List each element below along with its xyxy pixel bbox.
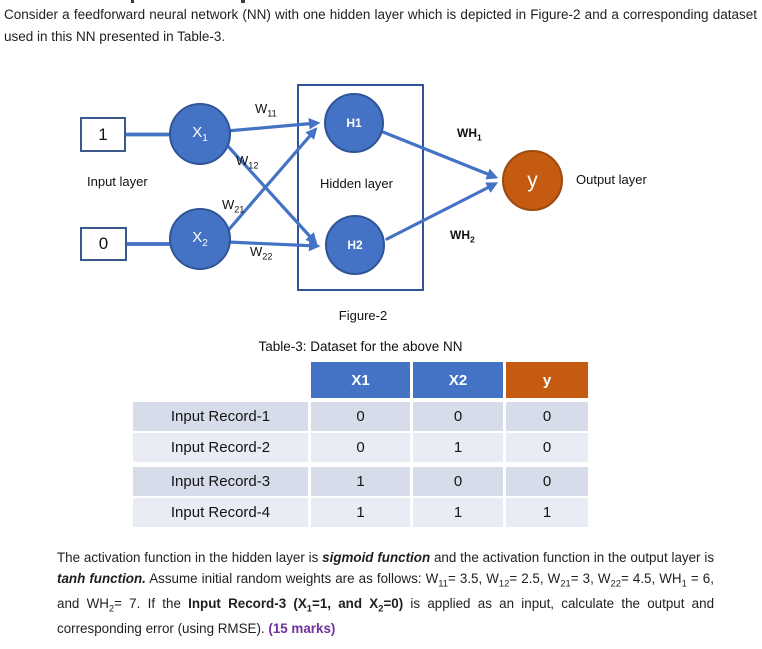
figure-caption: Figure-2 bbox=[338, 308, 388, 323]
hidden-layer-label: Hidden layer bbox=[320, 176, 393, 191]
node-h2-label: H2 bbox=[347, 238, 363, 252]
input-value-1: 1 bbox=[98, 124, 108, 144]
cropped-text-artifact bbox=[241, 0, 245, 3]
cropped-text-artifact bbox=[131, 0, 134, 3]
cell-x2: 0 bbox=[413, 467, 503, 496]
node-x1: X1 bbox=[169, 103, 231, 165]
cell-y: 0 bbox=[506, 402, 588, 431]
intro-paragraph: Consider a feedforward neural network (N… bbox=[4, 7, 757, 44]
row-label: Input Record-3 bbox=[133, 467, 308, 496]
node-h2: H2 bbox=[325, 215, 385, 275]
cell-x1: 1 bbox=[311, 467, 410, 496]
node-h1-label: H1 bbox=[346, 116, 362, 130]
input-layer-label: Input layer bbox=[87, 174, 148, 189]
table-row: Input Record-3 1 0 0 bbox=[133, 467, 588, 496]
dataset-table: X1 X2 y Input Record-1 0 0 0 Input Recor… bbox=[133, 362, 588, 527]
weight-label-wh1: WH1 bbox=[457, 126, 482, 143]
cell-x1: 0 bbox=[311, 433, 410, 462]
cell-x2: 1 bbox=[413, 433, 503, 462]
node-h1: H1 bbox=[324, 93, 384, 153]
weight-label-w21: W21 bbox=[222, 197, 245, 215]
table-row: Input Record-2 0 1 0 bbox=[133, 433, 588, 462]
node-x2: X2 bbox=[169, 208, 231, 270]
weight-label-w11: W11 bbox=[255, 101, 277, 119]
table-row: Input Record-1 0 0 0 bbox=[133, 402, 588, 431]
cell-x1: 1 bbox=[311, 498, 410, 527]
cell-y: 0 bbox=[506, 467, 588, 496]
cell-y: 0 bbox=[506, 433, 588, 462]
table-row: Input Record-4 1 1 1 bbox=[133, 498, 588, 527]
input-value-box-1: 1 bbox=[80, 117, 126, 152]
table-header-x2: X2 bbox=[413, 362, 503, 398]
cell-x2: 1 bbox=[413, 498, 503, 527]
row-label: Input Record-4 bbox=[133, 498, 308, 527]
row-label: Input Record-1 bbox=[133, 402, 308, 431]
output-layer-label: Output layer bbox=[576, 172, 647, 187]
weight-label-wh2: WH2 bbox=[450, 228, 475, 245]
node-y-label: y bbox=[527, 168, 538, 192]
input-value-box-0: 0 bbox=[80, 227, 127, 261]
table-header-row: X1 X2 y bbox=[133, 362, 588, 398]
cell-x1: 0 bbox=[311, 402, 410, 431]
table-header-y: y bbox=[506, 362, 588, 398]
question-paragraph: The activation function in the hidden la… bbox=[57, 550, 715, 637]
cell-y: 1 bbox=[506, 498, 588, 527]
weight-label-w22: W22 bbox=[250, 244, 273, 262]
node-y: y bbox=[502, 150, 563, 211]
row-label: Input Record-2 bbox=[133, 433, 308, 462]
table-title: Table-3: Dataset for the above NN bbox=[258, 339, 463, 354]
cell-x2: 0 bbox=[413, 402, 503, 431]
input-value-0: 0 bbox=[98, 234, 109, 253]
node-x2-label: X2 bbox=[192, 229, 208, 249]
table-header-x1: X1 bbox=[311, 362, 410, 398]
node-x1-label: X1 bbox=[192, 124, 208, 144]
weight-label-w12: W12 bbox=[236, 153, 259, 171]
table-corner-cell bbox=[133, 362, 308, 398]
